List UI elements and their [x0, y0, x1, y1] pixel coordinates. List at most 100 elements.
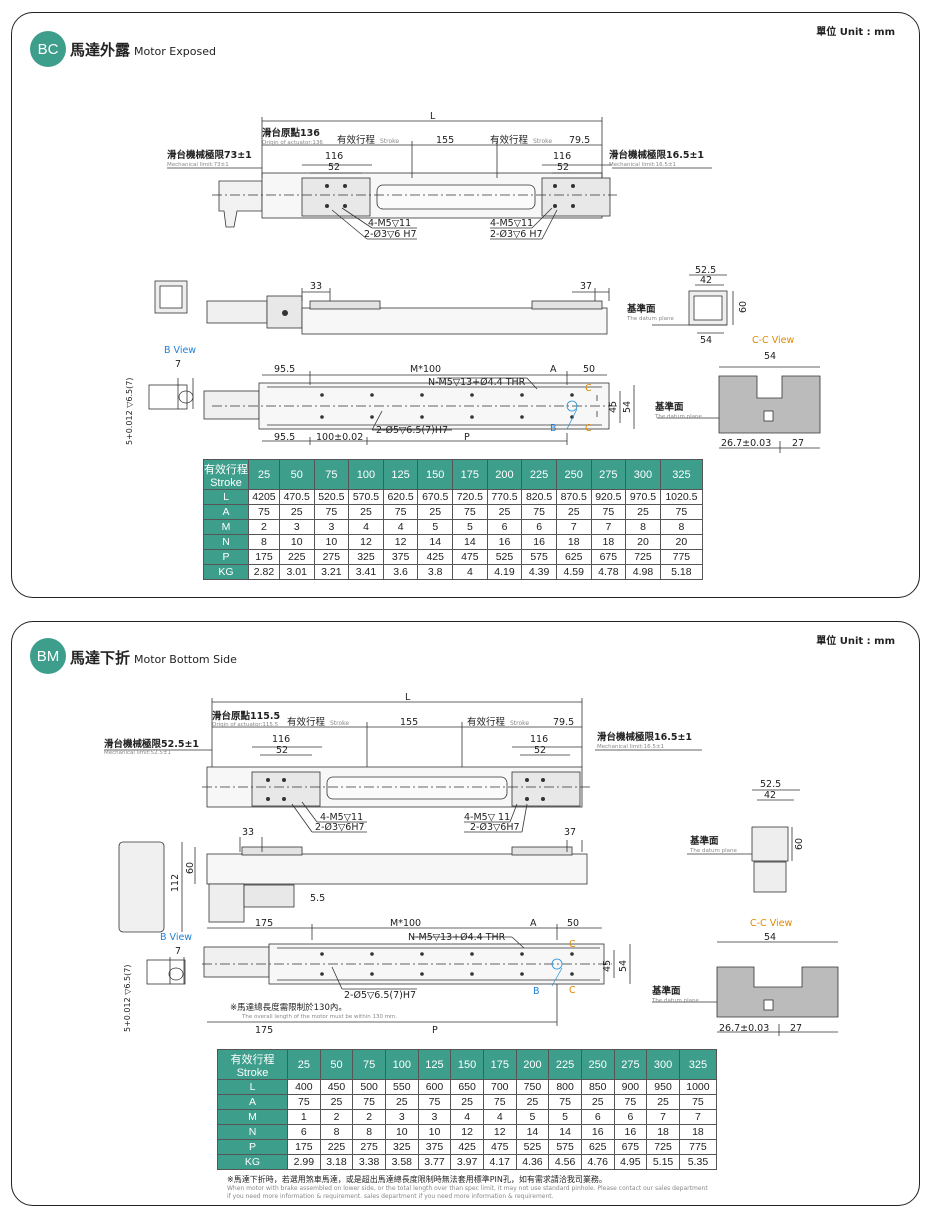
table-cell: 75 — [678, 1094, 718, 1110]
table-cell: 10 — [278, 534, 315, 550]
dim-175-top: 175 — [255, 918, 273, 929]
table-cell: 25 — [450, 1094, 484, 1110]
stroke-col: 100 — [348, 459, 384, 490]
table-cell: 10 — [384, 1124, 419, 1140]
table-cell: 670.5 — [417, 489, 454, 505]
stroke-col: 300 — [646, 1049, 680, 1080]
dim-45: 45 — [608, 401, 619, 413]
section-c-top: C — [569, 939, 576, 950]
section-c-bottom: C — [569, 985, 576, 996]
mech-limit-left: 滑台機械極限52.5±1 — [104, 738, 199, 750]
table-cell: 75 — [287, 1094, 321, 1110]
table-cell: 725 — [646, 1139, 680, 1155]
stroke-col: 75 — [313, 459, 350, 490]
stroke-col: 125 — [417, 1049, 452, 1080]
stroke-col: 25 — [287, 1049, 321, 1080]
table-cell: 75 — [482, 1094, 517, 1110]
dim-L: L — [405, 692, 411, 703]
stroke-label-2: 有效行程 — [490, 134, 529, 146]
cc-dim-54: 54 — [764, 351, 776, 362]
table-cell: 500 — [352, 1079, 386, 1095]
table-cell: 25 — [278, 504, 315, 520]
table-cell: 75 — [248, 504, 280, 520]
row-header: A — [203, 504, 249, 520]
footnote-en-1: When motor with brake assembled on lower… — [227, 1185, 708, 1192]
table-cell: 575 — [548, 1139, 582, 1155]
table-cell: 8 — [625, 519, 661, 535]
dim-116-left: 116 — [325, 151, 343, 162]
table-cell: 3.8 — [417, 564, 454, 580]
table-cell: 950 — [646, 1079, 680, 1095]
table-cell: 4.78 — [590, 564, 627, 580]
pin-right: 2-Ø3▽6H7 — [470, 822, 520, 833]
table-cell: 525 — [515, 1139, 550, 1155]
stroke-col: 225 — [548, 1049, 582, 1080]
table-cell: 750 — [515, 1079, 550, 1095]
table-cell: 600 — [417, 1079, 452, 1095]
dim-42: 42 — [764, 790, 776, 801]
row-header: M — [203, 519, 249, 535]
m5-left: 4-M5▽11 — [368, 218, 411, 229]
stroke-col: 175 — [452, 459, 488, 490]
dim-52-right: 52 — [557, 162, 569, 173]
table-cell: 2 — [248, 519, 280, 535]
table-cell: 5.18 — [659, 564, 704, 580]
dim-7: 7 — [175, 946, 181, 957]
row-header: P — [203, 549, 249, 565]
table-cell: 175 — [248, 549, 280, 565]
table-cell: 775 — [659, 549, 704, 565]
table-cell: 450 — [319, 1079, 354, 1095]
stroke-col: 150 — [417, 459, 454, 490]
datum-label-2: 基準面 — [654, 401, 684, 413]
stroke-col: 250 — [555, 459, 592, 490]
table-cell: 4.98 — [625, 564, 661, 580]
table-cell: 75 — [417, 1094, 452, 1110]
dim-26-7: 26.7±0.03 — [721, 438, 771, 449]
table-cell: 16 — [486, 534, 523, 550]
dim-50: 50 — [583, 364, 595, 375]
table-cell: 475 — [482, 1139, 517, 1155]
table-cell: 14 — [417, 534, 454, 550]
section-title-zh: 馬達外露 — [70, 41, 131, 59]
table-cell: 850 — [580, 1079, 615, 1095]
row-header: KG — [203, 564, 249, 580]
table-cell: 700 — [482, 1079, 517, 1095]
n-m5-label: N-M5▽13+Ø4.4 THR — [408, 932, 506, 943]
dim-45: 45 — [602, 960, 613, 972]
pin-left: 2-Ø3▽6 H7 — [364, 229, 417, 240]
table-cell: 8 — [659, 519, 704, 535]
datum-label-2-en: The datum plane — [654, 414, 702, 420]
row-header: N — [217, 1124, 288, 1140]
table-cell: 16 — [580, 1124, 615, 1140]
table-cell: 1020.5 — [659, 489, 704, 505]
table-cell: 675 — [590, 549, 627, 565]
table-cell: 4 — [348, 519, 384, 535]
origin-label-en: Origin of actuator:115.5 — [212, 722, 279, 728]
table-cell: 7 — [678, 1109, 718, 1125]
pin-left: 2-Ø3▽6H7 — [315, 822, 365, 833]
stroke-col: 150 — [450, 1049, 484, 1080]
dim-52-5: 52.5 — [760, 779, 781, 790]
table-cell: 625 — [555, 549, 592, 565]
mech-limit-right-en: Mechanical limit:16.5±1 — [609, 162, 676, 168]
table-cell: 225 — [278, 549, 315, 565]
dim-50: 50 — [567, 918, 579, 929]
table-cell: 75 — [590, 504, 627, 520]
stroke-col: 275 — [590, 459, 627, 490]
table-cell: 25 — [625, 504, 661, 520]
dim-100-tol: 100±0.02 — [316, 432, 363, 443]
datum-label: 基準面 — [689, 835, 719, 847]
table-cell: 470.5 — [278, 489, 315, 505]
stroke-label-2: 有效行程 — [467, 716, 506, 728]
mech-limit-left-en: Mechanical limit:73±1 — [167, 162, 229, 168]
dim-m100: M*100 — [390, 918, 421, 929]
table-cell: 12 — [450, 1124, 484, 1140]
bm-technical-drawing: L 滑台原點115.5 Origin of actuator:115.5 有效行… — [104, 692, 839, 1036]
table-cell: 725 — [625, 549, 661, 565]
tolerance-label: 5+0.012 ▽6.5(7) — [123, 965, 132, 1032]
